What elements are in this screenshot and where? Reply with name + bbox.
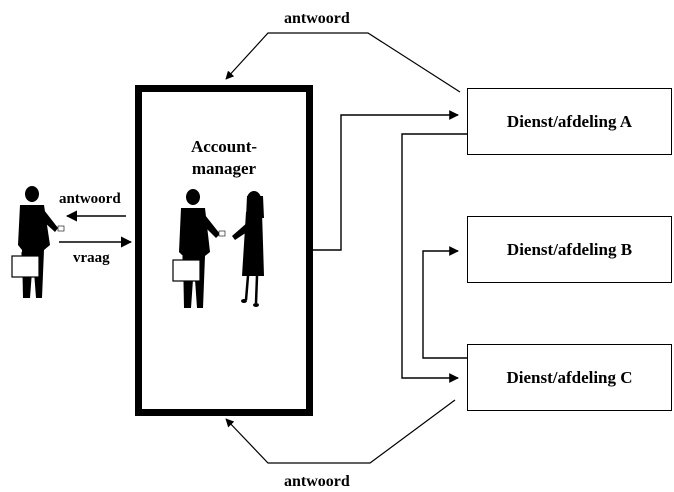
department-b-label: Dienst/afdeling B [506,239,633,259]
dept-c-to-dept-b-arrow [422,246,467,359]
account-manager-title: Account- manager [142,136,306,180]
manager-man-icon [172,189,226,308]
manager-to-dept-a-arrow [313,110,459,251]
client-person-icon [11,186,65,298]
account-manager-title-line2: manager [191,159,257,178]
department-c-box: Dienst/afdeling C [467,344,672,411]
department-a-label: Dienst/afdeling A [506,111,633,131]
client-answer-label: antwoord [59,191,121,207]
bottom-answer-label: antwoord [284,473,350,490]
top-answer-connector [225,32,461,93]
account-manager-title-line1: Account- [190,137,258,156]
manager-woman-icon [232,191,264,307]
department-b-box: Dienst/afdeling B [467,216,672,283]
client-question-label: vraag [73,250,110,266]
department-c-label: Dienst/afdeling C [506,367,633,387]
account-manager-box: Account- manager [135,85,313,416]
dept-a-to-dept-c-arrow [401,133,467,383]
bottom-answer-connector [225,399,456,464]
top-answer-label: antwoord [284,10,350,27]
department-a-box: Dienst/afdeling A [467,88,672,155]
